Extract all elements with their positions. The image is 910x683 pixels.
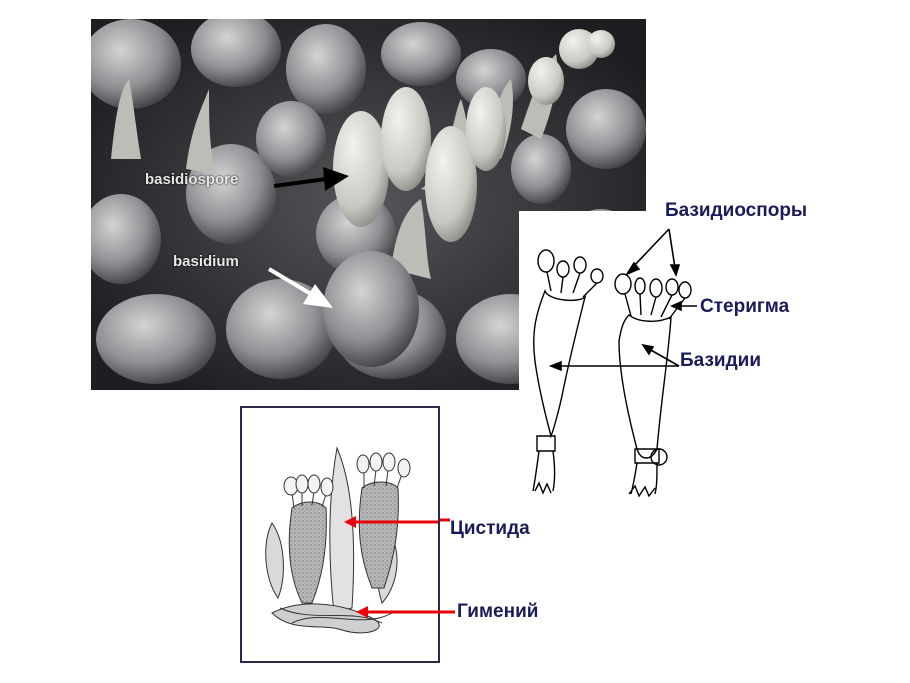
hymenium-arrows	[344, 516, 438, 528]
basidium-body	[323, 251, 419, 367]
hymenium-cells	[265, 446, 411, 634]
sem-micrograph: basidiospore basidium	[91, 19, 646, 390]
basidiospores-label: Базидиоспоры	[665, 200, 808, 221]
basidium-label: basidium	[173, 253, 239, 270]
hymenium-figure	[240, 406, 440, 663]
cystidium-label: Цистида	[450, 518, 530, 539]
drawing-arrows	[548, 228, 697, 372]
hymenium-drawing	[265, 446, 438, 634]
basidiospore-label: basidiospore	[145, 171, 239, 188]
photo-arrows	[267, 167, 349, 308]
hymenium-label: Гимений	[457, 601, 539, 622]
sterigma-label: Стеригма	[700, 296, 790, 317]
micrograph-image	[91, 19, 646, 390]
basidiospores	[333, 29, 615, 242]
right-basidium	[614, 273, 692, 498]
left-basidium	[532, 249, 604, 495]
basidia-label: Базидии	[680, 350, 762, 371]
basidia-line-art	[532, 228, 697, 498]
basidia-drawing	[519, 211, 709, 498]
